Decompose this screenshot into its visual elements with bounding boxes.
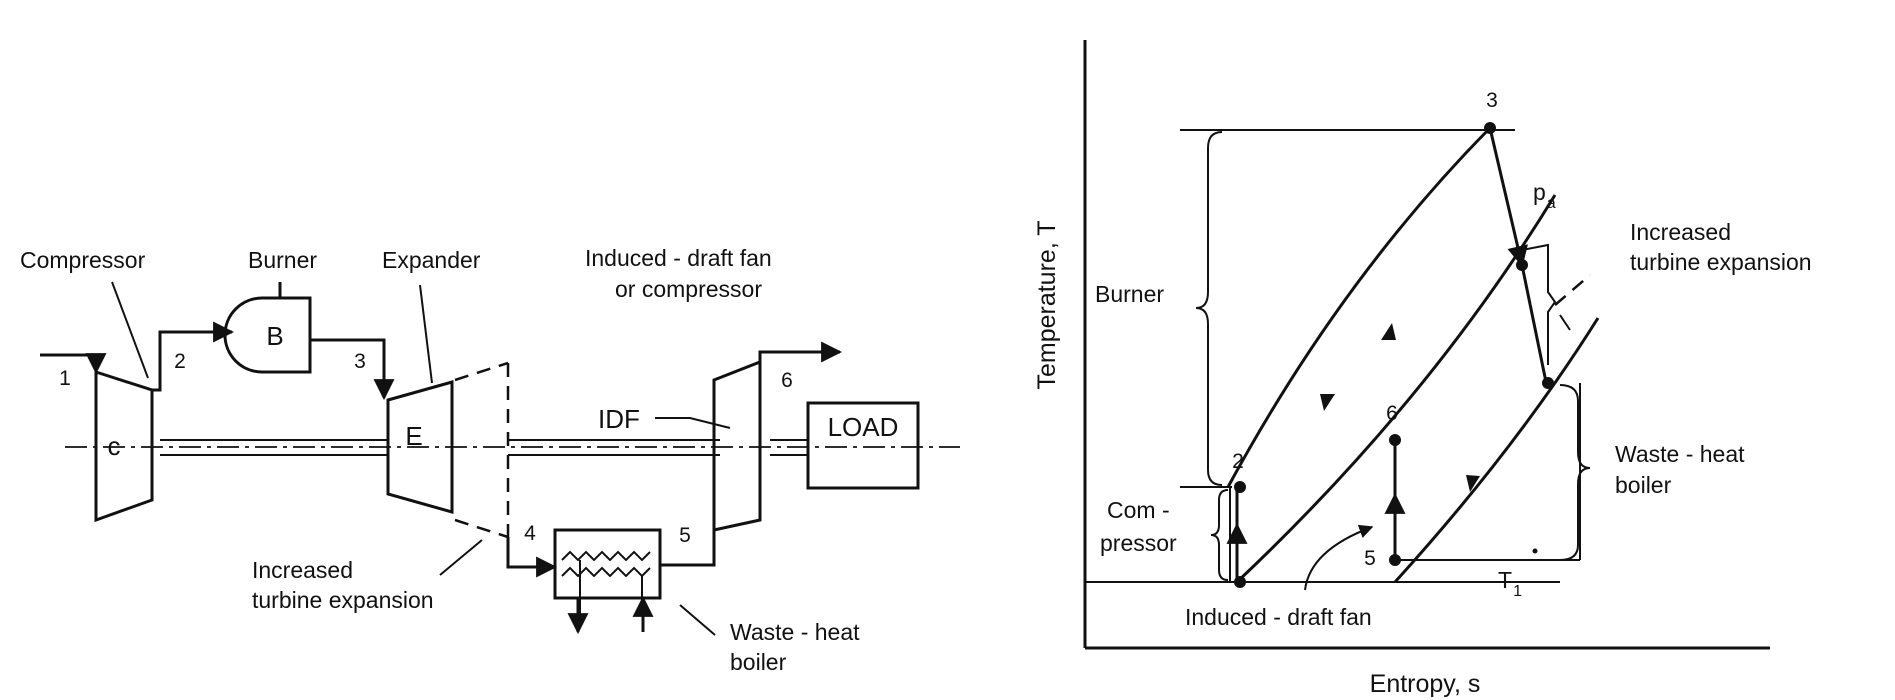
boiler-cooling-arrowhead-pa [1320, 394, 1335, 411]
ts-increased-label-line1: Increased [1630, 219, 1731, 245]
compressor-brace [1210, 489, 1229, 581]
ts-waste-heat-label-line2: boiler [1615, 472, 1672, 498]
expander-leader-line [419, 284, 433, 384]
increased-expansion-line1: Increased [252, 557, 353, 583]
waste-heat-label-line2: boiler [730, 649, 787, 675]
idf-block [712, 359, 762, 532]
isobar-low-pressure [1393, 317, 1600, 584]
idf-title-line2: or compressor [615, 276, 762, 302]
pa-label: pa [1533, 179, 1556, 212]
waste-heat-label-line1: Waste - heat [730, 619, 860, 645]
waste-heat-brace [1559, 384, 1591, 561]
state-3-label: 3 [354, 350, 366, 373]
increased-expansion-line2: turbine expansion [252, 587, 434, 613]
ts-burner-label: Burner [1095, 281, 1164, 307]
expander-label: Expander [382, 247, 481, 273]
increased-expansion-tick [1559, 314, 1571, 331]
idf-leader-line [655, 417, 731, 429]
increased-expansion-brace [1521, 243, 1557, 365]
point-state-1 [1234, 576, 1246, 588]
compressor-leader-line [111, 281, 149, 379]
ts-diagram: 3 2 6 5 pa T1 Burner Com - pressor Incre… [1033, 40, 1812, 698]
ts-increased-label-line2: turbine expansion [1630, 249, 1812, 275]
state-4-label: 4 [524, 522, 536, 545]
increased-expansion-dashed-leader [1554, 274, 1591, 306]
point-turbine-exit [1542, 377, 1554, 389]
flow-inlet-1 [40, 353, 107, 375]
state-5-label: 5 [679, 524, 691, 547]
burner-symbol: B [266, 321, 283, 351]
increased-expansion-leader-line [439, 539, 483, 576]
increased-expansion-dashed-outline [454, 361, 510, 539]
point-state-6 [1389, 434, 1401, 446]
flow-6-exhaust [758, 341, 843, 370]
x-axis-label: Entropy, s [1370, 670, 1481, 698]
stray-dot [1532, 548, 1538, 554]
load-label: LOAD [828, 412, 899, 442]
heating-arrowhead [1381, 323, 1396, 340]
state-2-label: 2 [174, 350, 186, 373]
boiler-cooling-arrowhead [1466, 475, 1480, 492]
isobar-high-pressure [1226, 126, 1492, 488]
idf-title-line1: Induced - draft fan [585, 245, 772, 271]
compressor-block [94, 369, 154, 523]
flow-3-burner-to-expander [310, 338, 395, 401]
point-state-2 [1234, 481, 1246, 493]
flow-4-to-boiler [506, 537, 558, 578]
waste-heat-boiler-block [553, 528, 662, 600]
expander-block [386, 380, 454, 514]
t1-label: T1 [1498, 567, 1522, 600]
ts-idf-label: Induced - draft fan [1185, 604, 1372, 630]
compressor-label: Compressor [20, 247, 146, 273]
shaft-idf-load [508, 439, 808, 456]
boiler-coils [561, 550, 651, 620]
load-block [806, 401, 920, 490]
flow-2-compressor-to-burner [152, 321, 235, 392]
waste-heat-leader-line [679, 604, 716, 636]
ts-state-6-label: 6 [1386, 402, 1398, 425]
flow-5-boiler-to-idf [660, 525, 716, 567]
ts-compressor-label-line1: Com - [1107, 497, 1170, 523]
ts-state-2-label: 2 [1232, 450, 1244, 473]
point-pa-intersection [1516, 259, 1528, 271]
expansion-line-pa-to-boiler [1520, 264, 1548, 383]
y-axis-label: Temperature, T [1033, 220, 1061, 389]
cycle-schematic: c 1 2 B 3 E 4 [20, 245, 960, 675]
point-state-3 [1484, 122, 1496, 134]
idf-label: IDF [598, 404, 640, 434]
expansion-line-to-pa [1488, 127, 1528, 268]
ts-state-3-label: 3 [1486, 89, 1498, 112]
burner-label: Burner [248, 247, 317, 273]
ts-waste-heat-label-line1: Waste - heat [1615, 441, 1745, 467]
state-6-label: 6 [781, 369, 793, 392]
state-1-label: 1 [59, 367, 71, 390]
burner-brace [1195, 131, 1223, 486]
compressor-symbol: c [108, 431, 121, 461]
ts-compressor-label-line2: pressor [1100, 530, 1177, 556]
expander-symbol: E [405, 421, 422, 451]
idf-leader-arrow [1304, 524, 1374, 591]
burner-block [223, 296, 312, 374]
point-state-5 [1389, 554, 1401, 566]
ts-state-5-label: 5 [1364, 547, 1376, 570]
shaft-compressor-expander [160, 439, 388, 456]
